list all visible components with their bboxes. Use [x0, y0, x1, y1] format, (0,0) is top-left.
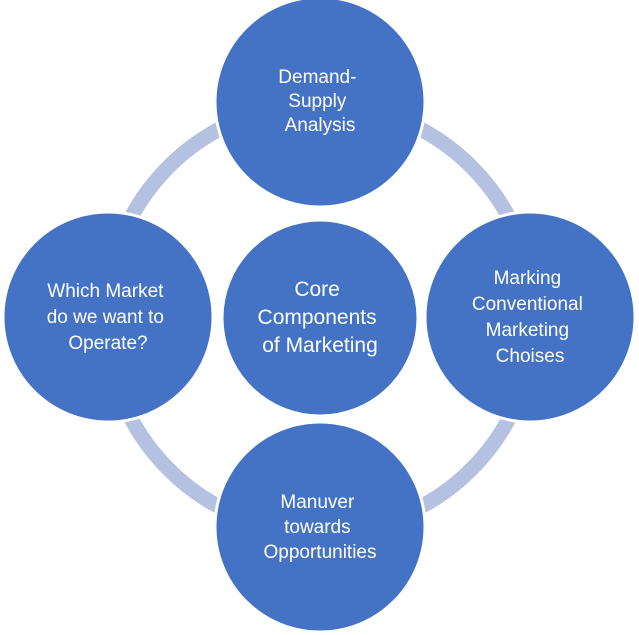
node-line: Demand-: [278, 67, 356, 88]
node-label-bottom: Manuver towards Opportunities: [263, 492, 376, 563]
node-left: Which Market do we want to Operate?: [1, 210, 215, 424]
node-label-left: Which Market do we want to Operate?: [47, 281, 170, 354]
node-center: Core Components of Marketing: [220, 218, 420, 418]
node-line: Analysis: [285, 115, 356, 136]
node-line: do we want to: [47, 307, 164, 328]
node-line: towards: [284, 517, 351, 538]
center-line: of Marketing: [262, 334, 378, 357]
node-circle-left: [1, 210, 215, 424]
center-line: Components: [258, 306, 377, 329]
node-line: Manuver: [280, 492, 355, 513]
node-line: Operate?: [68, 333, 147, 354]
node-label-right: Marking Conventional Marketing Choises: [472, 268, 588, 367]
node-top: Demand- Supply Analysis: [213, 0, 427, 209]
center-circle: [220, 218, 420, 418]
node-label-top: Demand- Supply Analysis: [278, 67, 361, 136]
node-line: Opportunities: [263, 542, 376, 563]
node-line: Marking: [494, 268, 562, 289]
node-line: Which Market: [47, 281, 164, 302]
node-line: Choises: [496, 346, 565, 367]
node-right: Marking Conventional Marketing Choises: [423, 210, 637, 424]
node-circle-bottom: [213, 420, 427, 634]
node-line: Marketing: [486, 320, 569, 341]
node-line: Conventional: [472, 294, 583, 315]
node-bottom: Manuver towards Opportunities: [213, 420, 427, 634]
node-circle-right: [423, 210, 637, 424]
node-circle-top: [213, 0, 427, 209]
node-line: Supply: [288, 91, 347, 112]
center-line: Core: [294, 278, 340, 301]
center-label: Core Components of Marketing: [258, 278, 383, 357]
